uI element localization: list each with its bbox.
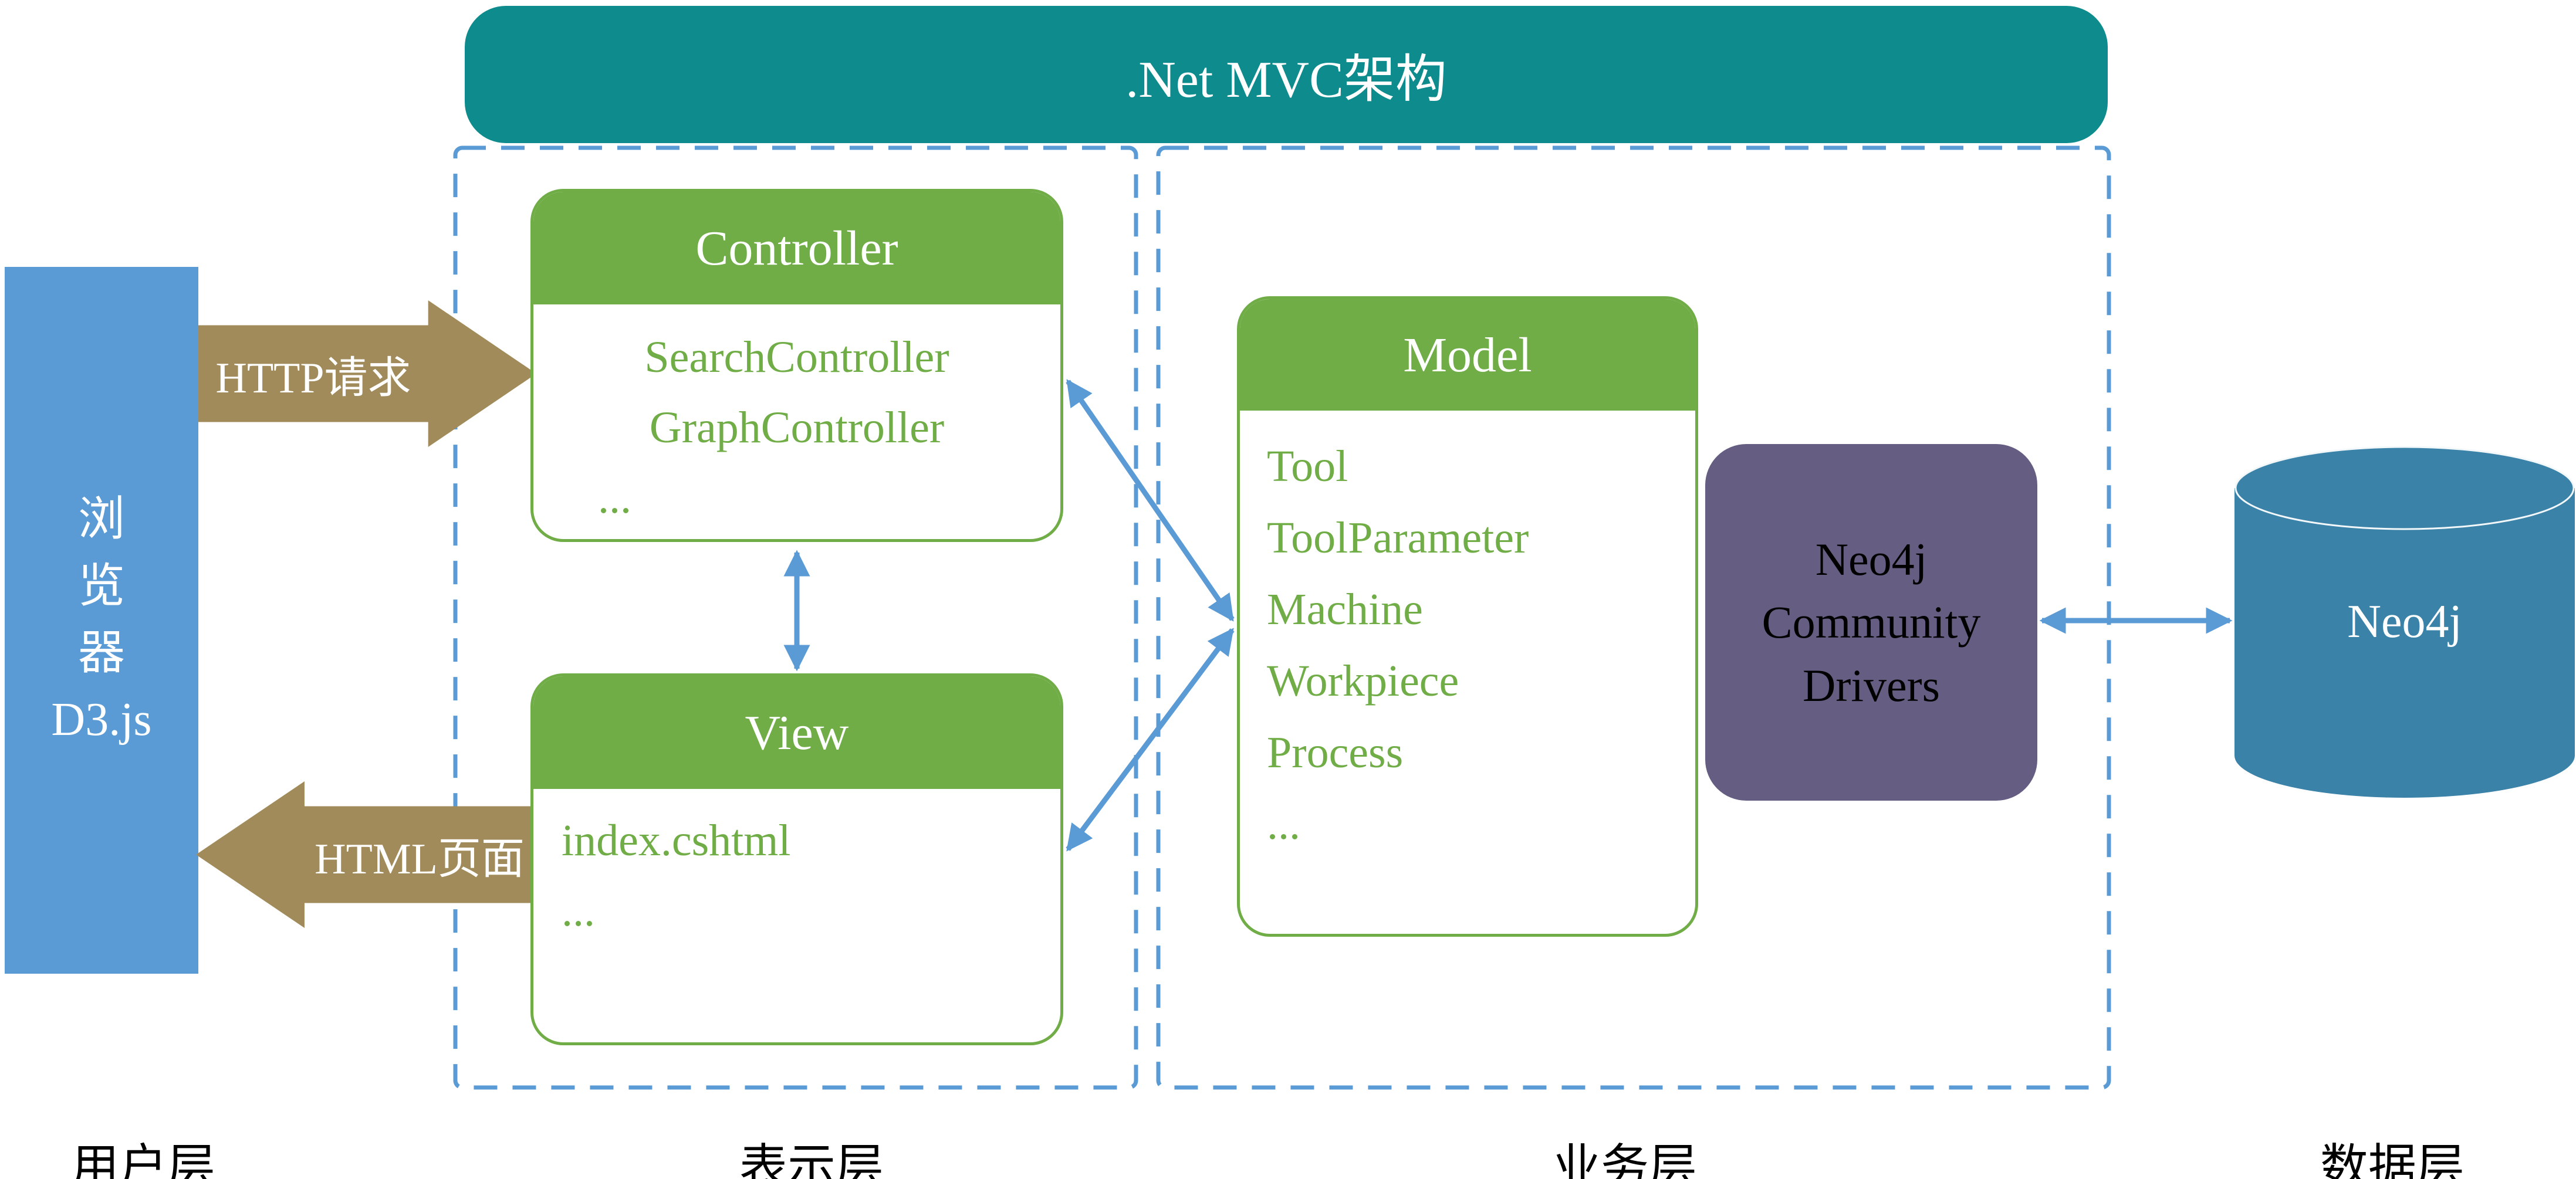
model-item: Tool bbox=[1267, 442, 1348, 491]
model-box: Model Tool ToolParameter Machine Workpie… bbox=[1237, 296, 1698, 937]
model-item: Process bbox=[1267, 728, 1404, 777]
controller-box: Controller SearchController GraphControl… bbox=[530, 189, 1063, 542]
model-item-ellipsis: ... bbox=[1267, 799, 1300, 849]
controller-model-connector bbox=[1066, 379, 1235, 622]
controller-header: Controller bbox=[533, 192, 1060, 304]
cylinder-body bbox=[2234, 488, 2575, 798]
controller-body: SearchController GraphController ... bbox=[533, 304, 1060, 533]
browser-box: 浏 览 器 D3.js bbox=[5, 267, 198, 974]
drivers-label-line: Community bbox=[1762, 597, 1981, 648]
layer-label-user: 用户层 bbox=[70, 1140, 216, 1179]
database-label: Neo4j bbox=[2347, 596, 2462, 648]
http-request-arrow: HTTP请求 bbox=[198, 300, 536, 447]
controller-item: SearchController bbox=[644, 333, 949, 382]
model-body: Tool ToolParameter Machine Workpiece Pro… bbox=[1240, 411, 1695, 860]
browser-label-char: 器 bbox=[78, 627, 125, 679]
layer-label-business: 业务层 bbox=[1552, 1140, 1698, 1179]
view-header: View bbox=[533, 676, 1060, 789]
neo4j-database-cylinder bbox=[2234, 446, 2575, 798]
view-item: index.cshtml bbox=[562, 816, 791, 865]
model-item: ToolParameter bbox=[1267, 513, 1529, 563]
view-body: index.cshtml ... bbox=[533, 789, 1060, 946]
model-header: Model bbox=[1240, 299, 1695, 411]
mvc-banner-title: .Net MVC架构 bbox=[1125, 51, 1447, 109]
mvc-banner: .Net MVC架构 bbox=[465, 6, 2108, 143]
html-page-label: HTML页面 bbox=[315, 835, 525, 883]
html-page-arrow: HTML页面 bbox=[196, 781, 535, 928]
cylinder-top bbox=[2234, 446, 2575, 530]
layer-label-presentation: 表示层 bbox=[739, 1140, 884, 1179]
neo4j-drivers-box: Neo4j Community Drivers bbox=[1705, 444, 2037, 801]
browser-label-char: 览 bbox=[78, 560, 125, 612]
controller-item: GraphController bbox=[649, 403, 945, 452]
model-item: Machine bbox=[1267, 585, 1423, 634]
model-item: Workpiece bbox=[1267, 656, 1459, 706]
view-item-ellipsis: ... bbox=[562, 886, 595, 936]
view-model-connector bbox=[1066, 628, 1235, 852]
controller-item-ellipsis: ... bbox=[598, 473, 631, 523]
view-box: View index.cshtml ... bbox=[530, 673, 1063, 1045]
browser-label-d3js: D3.js bbox=[51, 694, 152, 746]
drivers-label-line: Drivers bbox=[1803, 659, 1940, 711]
browser-label-char: 浏 bbox=[78, 494, 125, 546]
drivers-label-line: Neo4j bbox=[1815, 533, 1928, 585]
layer-label-data: 数据层 bbox=[2320, 1140, 2465, 1179]
http-request-label: HTTP请求 bbox=[215, 354, 411, 402]
